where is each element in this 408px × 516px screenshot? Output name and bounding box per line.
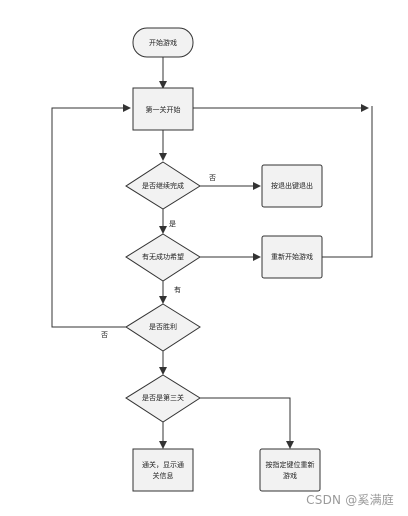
node-level3-check: 是否是第三关 — [125, 374, 201, 423]
clear-label-line1: 通关，显示通 — [142, 460, 184, 469]
continue-decision — [125, 161, 201, 210]
label-hope-yes: 有 — [174, 285, 181, 294]
node-clear-info: 通关，显示通 关信息 — [132, 448, 194, 492]
label-win-no: 否 — [101, 331, 108, 339]
hope-decision — [125, 233, 201, 282]
start-label: 开始游戏 — [149, 38, 177, 47]
retry-label-line2: 游戏 — [283, 471, 297, 480]
label-continue-no: 否 — [209, 174, 216, 182]
clear-box — [132, 448, 194, 492]
edge-restart-to-loop — [322, 106, 373, 258]
continue-label: 是否继续完成 — [142, 181, 184, 190]
level3-label: 是否是第三关 — [142, 393, 184, 402]
node-exit-hint: 按退出键退出 — [261, 164, 323, 208]
node-level1: 第一关开始 — [132, 87, 194, 131]
level1-label: 第一关开始 — [146, 105, 181, 114]
node-retry-hint: 按指定键位重新 游戏 — [259, 448, 321, 492]
clear-label-line2: 关信息 — [153, 471, 174, 480]
edge-win-no-back-to-level1 — [51, 104, 131, 328]
win-decision — [125, 303, 201, 352]
exit-label: 按退出键退出 — [271, 181, 313, 190]
restart-label: 重新开始游戏 — [271, 252, 313, 261]
watermark: CSDN @奚满庭 — [306, 493, 394, 507]
retry-box — [259, 448, 321, 492]
node-hope-check: 有无成功希望 — [125, 233, 201, 282]
edge-level3-to-retry — [200, 397, 294, 449]
restart-box — [261, 235, 323, 279]
node-start: 开始游戏 — [132, 27, 194, 58]
node-restart: 重新开始游戏 — [261, 235, 323, 279]
edges — [51, 57, 373, 449]
win-label: 是否胜利 — [149, 322, 177, 331]
level1-box — [132, 87, 194, 131]
exit-box — [261, 164, 323, 208]
label-continue-yes: 是 — [169, 220, 176, 228]
node-win-check: 是否胜利 — [125, 303, 201, 352]
start-terminal — [132, 27, 194, 58]
level3-decision — [125, 374, 201, 423]
node-continue-check: 是否继续完成 — [125, 161, 201, 210]
hope-label: 有无成功希望 — [142, 252, 184, 261]
retry-label-line1: 按指定键位重新 — [266, 460, 315, 469]
